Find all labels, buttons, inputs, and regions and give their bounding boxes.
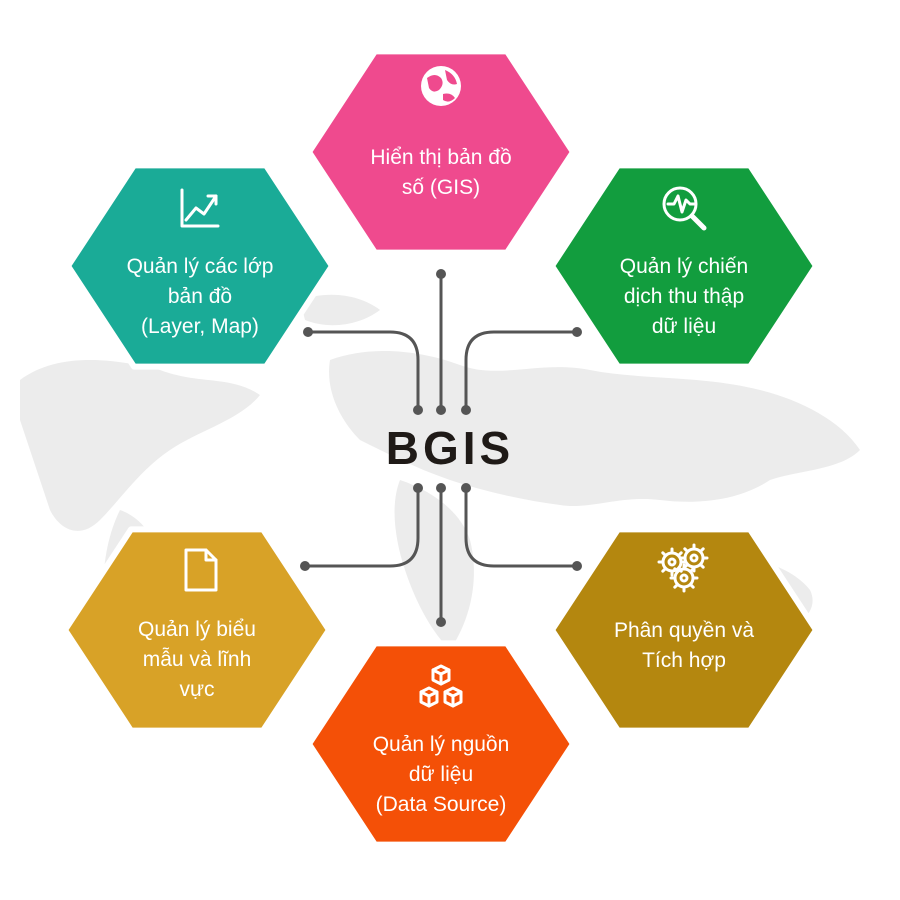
connector-dot [436, 617, 446, 627]
connector-dot [461, 483, 471, 493]
module-icons [180, 66, 709, 708]
hexagon-layers [65, 162, 335, 370]
bgis-title: BGIS [385, 422, 515, 474]
hexagon-campaign [549, 162, 819, 370]
connector-dot [436, 483, 446, 493]
hexagon-gis [306, 48, 576, 256]
magnifier-pulse-icon [662, 186, 707, 231]
connector-dot [436, 405, 446, 415]
connector-dot [461, 405, 471, 415]
connector-permissions [464, 488, 577, 568]
connector-dot [572, 327, 582, 337]
module-label-forms: Quản lý biểu mẫu và lĩnh vực [138, 618, 256, 701]
connector-dot [572, 561, 582, 571]
module-label-gis: Hiển thị bản đồ số (GIS) [370, 146, 512, 199]
gears-icon [657, 543, 709, 593]
globe-icon [421, 66, 461, 106]
line-chart-icon [180, 188, 220, 228]
module-hexagons [62, 48, 819, 848]
module-label-datasource: Quản lý nguồn dữ liệu (Data Source) [372, 733, 510, 816]
module-label-layers: Quản lý các lớp bản đồ (Layer, Map) [126, 255, 274, 338]
connector-dot [300, 561, 310, 571]
document-icon [184, 548, 218, 592]
connector-layers [308, 330, 420, 410]
connector-forms [305, 488, 420, 568]
connector-dot [413, 483, 423, 493]
module-label-campaign: Quản lý chiến dịch thu thập dữ liệu [619, 255, 749, 338]
connector-dot [436, 269, 446, 279]
hexagon-forms [62, 526, 332, 734]
cubes-icon [419, 664, 463, 708]
connector-campaign [464, 330, 577, 410]
hexagon-datasource [306, 640, 576, 848]
connector-dot [413, 405, 423, 415]
connector-lines [300, 269, 582, 627]
hexagon-permissions [549, 526, 819, 734]
connector-dot [303, 327, 313, 337]
module-label-permissions: Phân quyền và Tích hợp [613, 619, 755, 672]
